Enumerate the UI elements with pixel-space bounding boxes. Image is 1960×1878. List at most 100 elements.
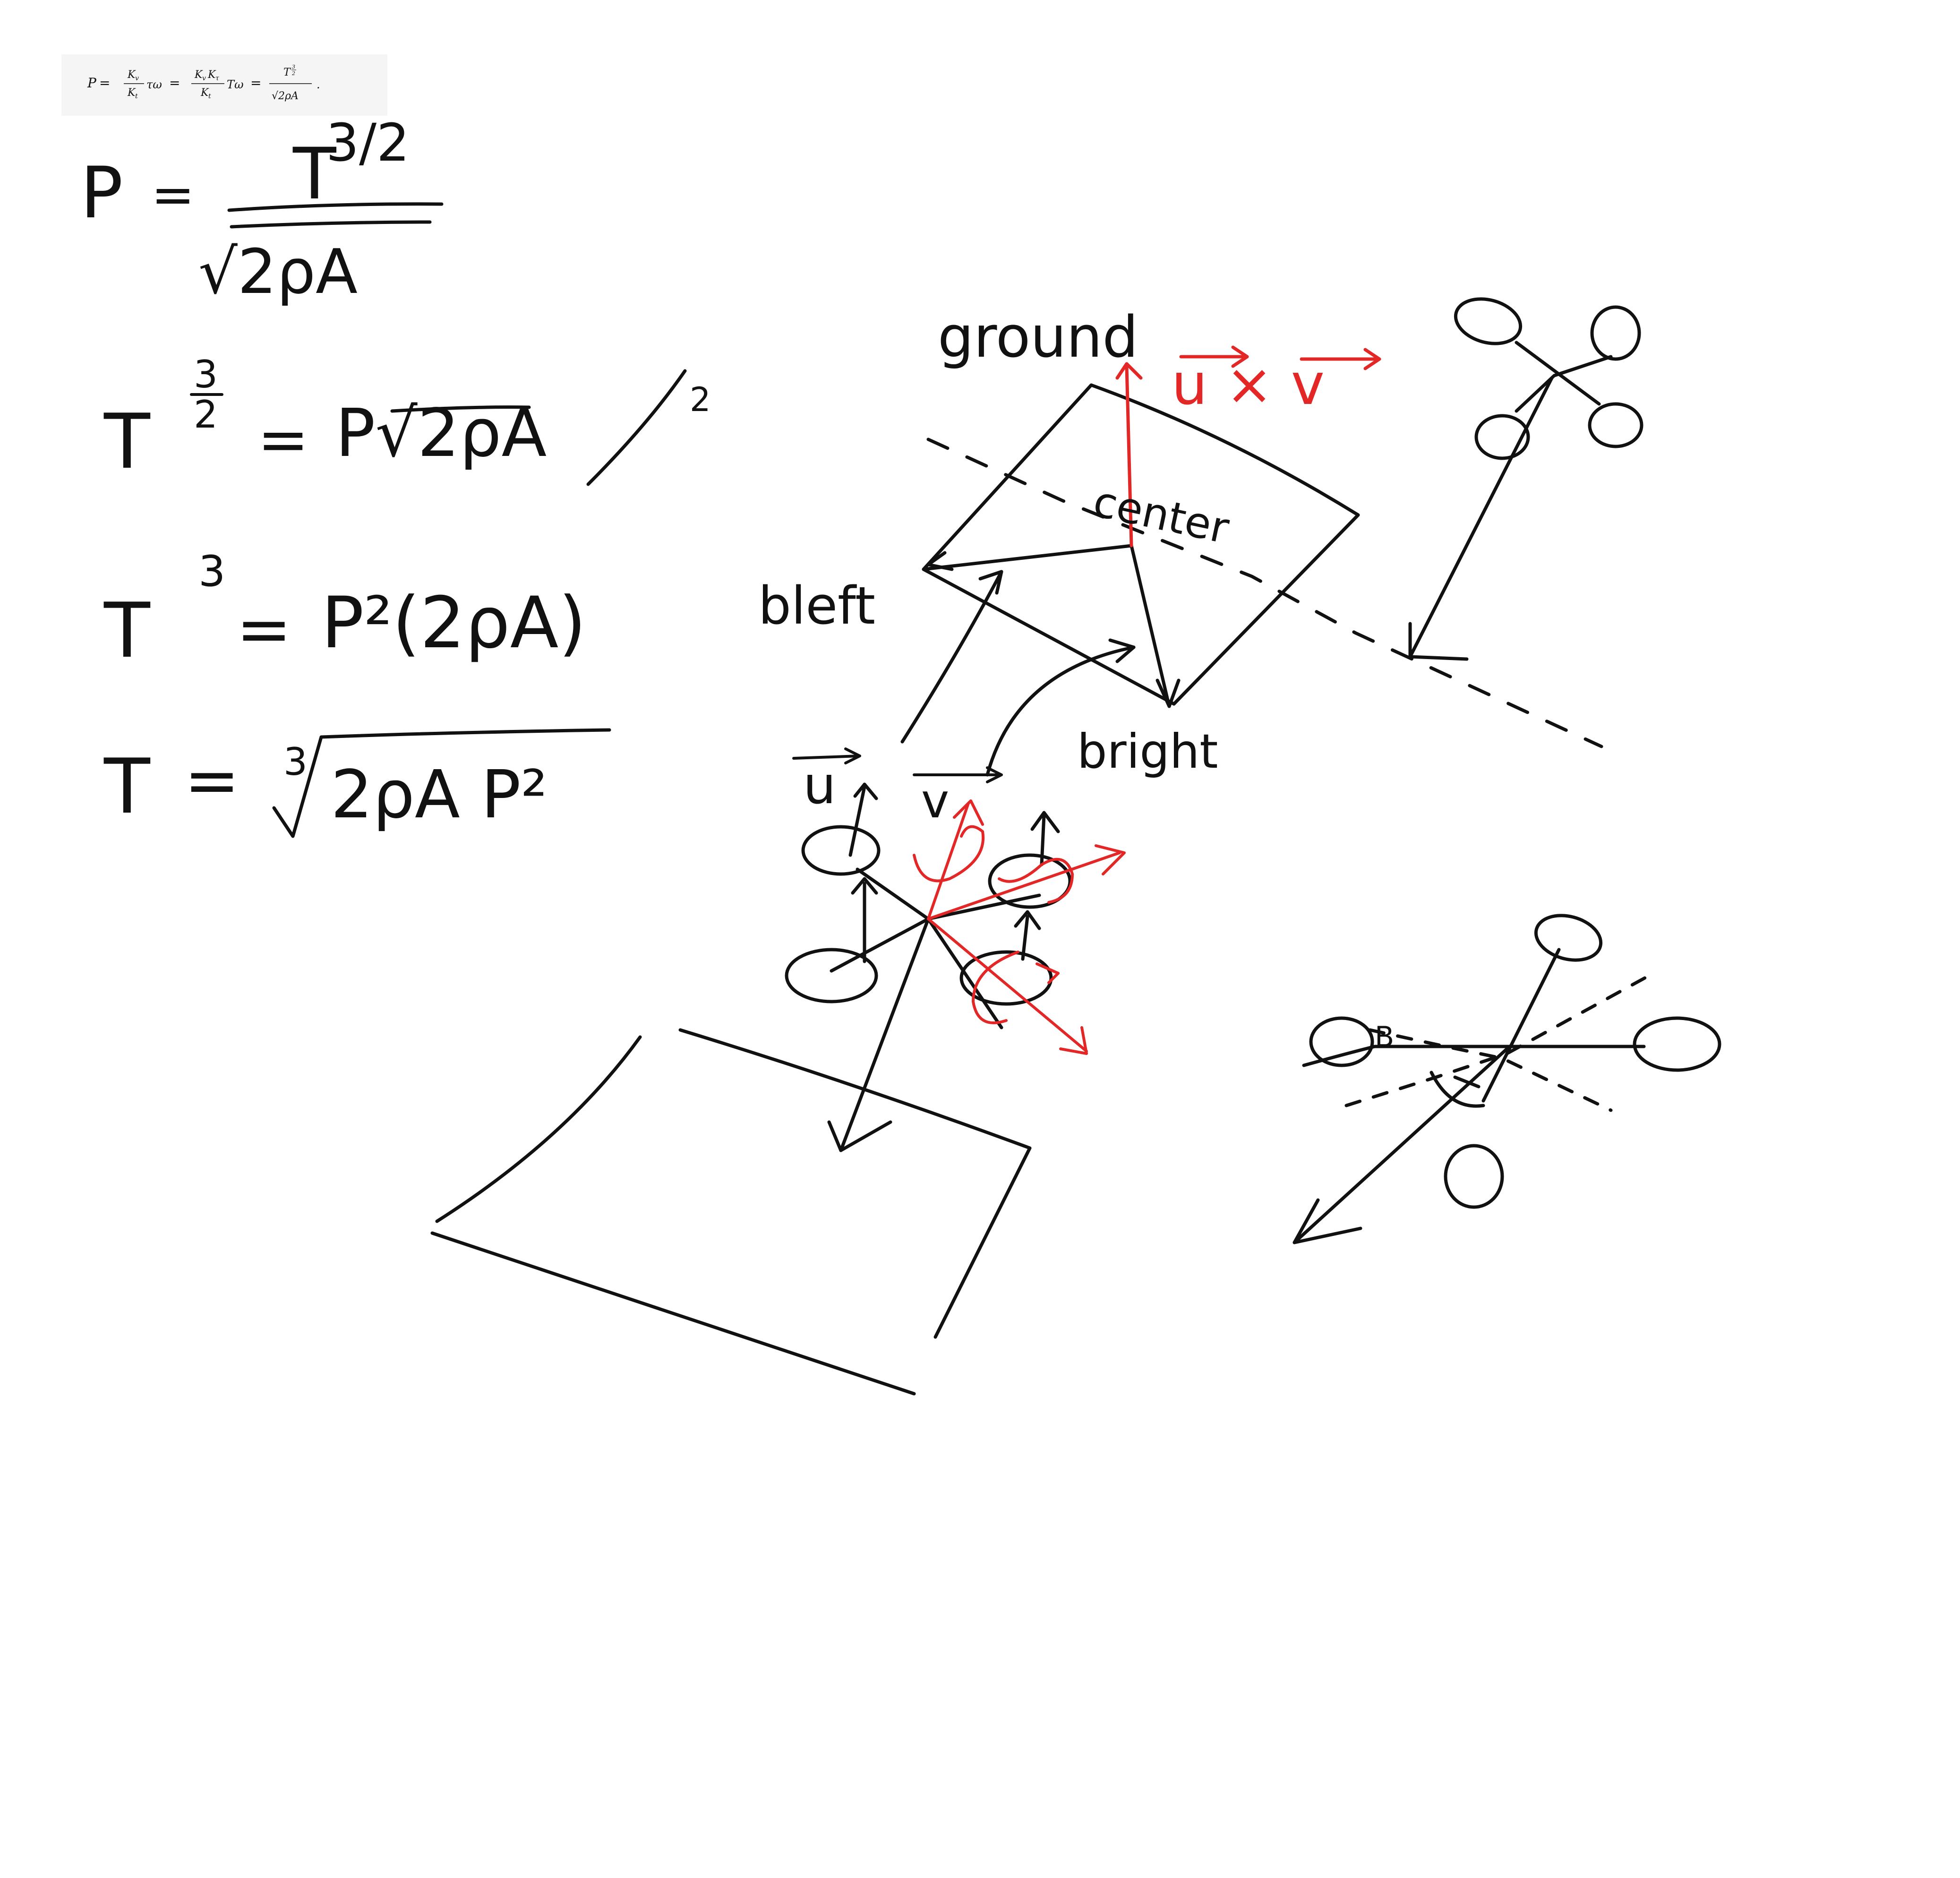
typeset-formula-svg: P = K v K t τω = K v K τ K t Tω = T 3 2 … [87, 64, 320, 102]
typeset-formula: P = K v K t τω = K v K τ K t Tω = T 3 2 … [61, 54, 387, 116]
formula-f3-num: T [283, 67, 291, 78]
eq3-eq: = [236, 591, 291, 668]
bleft-arrowhead [926, 551, 954, 571]
red-spin-bottom [972, 951, 1019, 1024]
eq1-fraction-bar [227, 202, 444, 212]
red-axis-up-head [953, 799, 984, 826]
ur-body-vector-head [1408, 622, 1469, 661]
formula-f1-den: K [127, 87, 136, 99]
lr-rotor-right [1633, 1016, 1721, 1072]
formula-f2-den: K [200, 87, 209, 99]
eq4-root-index: 3 [283, 740, 308, 784]
red-axis-up [927, 802, 970, 920]
label-vec-v-arrow [913, 766, 1003, 783]
formula-f2-num: K [194, 69, 203, 81]
eq2-eq: = [257, 403, 309, 475]
eq4-eq: = [184, 742, 240, 819]
eq2-rhs: P√2ρA [335, 395, 547, 472]
formula-f1-after: τω [146, 78, 162, 91]
eq1-radical-bar [230, 220, 432, 229]
eq2-exp-num: 3 [194, 352, 218, 396]
red-normal-vector [1115, 362, 1143, 548]
lower-plane-outline [430, 1028, 1032, 1396]
formula-f3-den: √2ρA [272, 90, 299, 102]
bright-arrowhead [1155, 678, 1181, 708]
gravity-vector-head [827, 1120, 892, 1152]
quadcopter-upper-right [1408, 297, 1643, 661]
thrust-front-left [848, 785, 866, 857]
red-spin-right [998, 858, 1074, 904]
hand-equation-2: T 3 2 = P√2ρA 2 [103, 352, 711, 486]
eq2-exp-den: 2 [194, 393, 218, 437]
eq1-den: √2ρA [198, 236, 358, 308]
hand-equation-1: P = T 3/2 √2ρA [80, 112, 444, 308]
eq3-rhs: P²(2ρA) [321, 582, 586, 664]
eq4-radical [272, 728, 611, 838]
lr-rotor-left [1309, 1016, 1374, 1067]
thrust-front-right [1040, 813, 1046, 866]
thrust-back-left-head [851, 877, 878, 895]
rotor-front-left [801, 825, 881, 876]
eq2-radical-bar [390, 405, 531, 413]
quadcopter-lower-right [1292, 914, 1721, 1244]
eq2-lhs: T [103, 397, 151, 486]
formula-eq-1: = [99, 75, 110, 91]
ground-plane-dashed-axis [926, 437, 1603, 748]
formula-f2-den-sub: t [208, 93, 211, 100]
thrust-back-right [1021, 915, 1029, 961]
eq4-radicand: 2ρA P² [331, 756, 548, 833]
rotor-back-left [785, 948, 878, 1003]
thrust-front-left-head [853, 782, 878, 800]
eq2-annotation: 2 [690, 380, 711, 419]
lr-horizontal-arm [1302, 1045, 1646, 1067]
formula-f2-num2: K [207, 69, 216, 81]
normal-vector-arrowhead [1115, 362, 1143, 380]
eq1-eq: = [151, 164, 195, 225]
arm-front-right [926, 893, 1041, 921]
formula-f2-after: Tω [227, 78, 244, 91]
label-center: center [1089, 477, 1233, 554]
red-axis-diag [927, 918, 1088, 1053]
v-to-bright-arrow [985, 645, 1136, 777]
label-angle-b: B [1375, 1020, 1394, 1054]
formula-f1-num: K [127, 69, 136, 81]
thrust-back-right-head [1014, 910, 1041, 930]
normal-vector-line [1125, 364, 1133, 548]
eq3-exp: 3 [198, 547, 225, 596]
eq1-exp: 3/2 [326, 112, 410, 173]
quadcopter-center [785, 782, 1072, 1152]
label-u-cross-v-vector-arrows [1179, 345, 1381, 370]
rotor-back-right [959, 950, 1053, 1006]
lr-rotor-bottom [1444, 1144, 1504, 1209]
u-to-bleft-arrowhead [978, 570, 1003, 595]
label-bright: bright [1077, 724, 1218, 779]
eq4-lhs: T [103, 742, 151, 831]
eq3-lhs: T [103, 586, 151, 675]
ur-arms [1515, 341, 1613, 413]
lr-angle-mark [1453, 1075, 1481, 1089]
label-ground: ground [938, 305, 1138, 370]
formula-eq-3: = [250, 75, 261, 91]
center-to-bleft-line [922, 544, 1133, 571]
center-to-bright-line [1130, 544, 1171, 708]
red-spin-top [913, 825, 985, 883]
label-vec-v: v [921, 773, 949, 829]
gravity-vector [839, 917, 930, 1152]
ur-rotor-top-right [1590, 305, 1641, 361]
rotor-front-right [988, 853, 1072, 909]
eq1-lhs: P [80, 152, 123, 234]
ground-plane [900, 383, 1603, 777]
eq1-num: T [292, 133, 337, 215]
label-u-cross-v: u × v [1172, 352, 1325, 418]
formula-end: . [317, 78, 320, 91]
label-vec-u-arrow [792, 747, 861, 764]
eq2-slash [586, 369, 687, 486]
lr-body-vector [1292, 1047, 1509, 1244]
label-vec-u: u [803, 755, 836, 815]
red-spin-bottom-head [1036, 962, 1060, 984]
lr-dashed-plane-a [1368, 1028, 1613, 1112]
red-rotation-annotations [913, 799, 1126, 1055]
lr-rotor-top [1534, 914, 1603, 962]
formula-f1-num-sub: v [135, 75, 139, 82]
formula-f1-den-sub: t [135, 93, 138, 100]
